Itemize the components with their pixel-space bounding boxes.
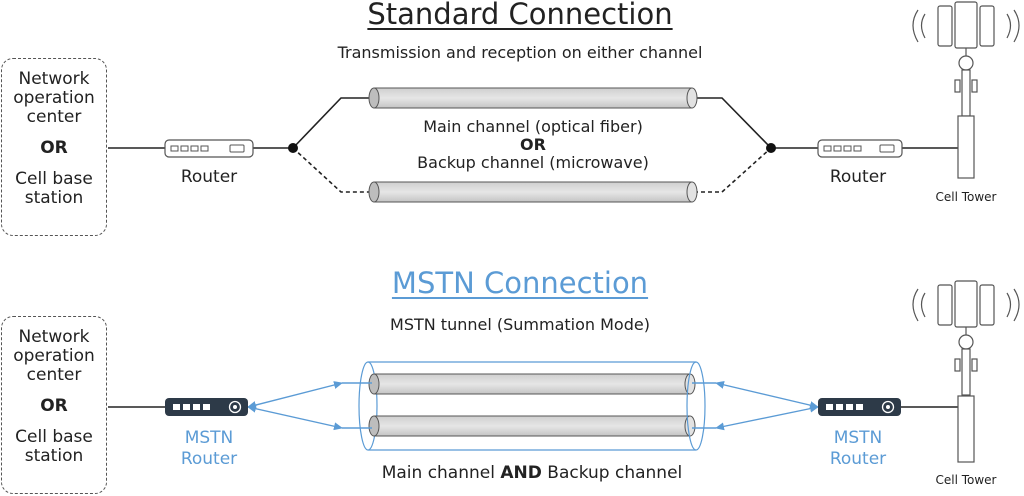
endpoint-line: Network [18,327,90,347]
mstn-main-channel-text: Main channel [381,463,495,483]
endpoint-or: OR [40,138,68,158]
mstn-router-label-line: Router [829,449,887,469]
cell-tower-icon-bottom [912,280,1020,463]
mstn-subtitle: MSTN tunnel (Summation Mode) [390,315,650,334]
mstn-router-label-line: MSTN [833,428,883,448]
main-channel-label: Main channel (optical fiber) [423,117,643,136]
endpoint-line: Network [18,69,90,89]
endpoint-line: station [24,188,84,208]
router-label-left: Router [180,167,238,187]
endpoint-line: operation [13,346,95,366]
mstn-backup-channel-text: Backup channel [547,463,683,483]
split-node-left [288,143,298,153]
router-label-right: Router [829,167,887,187]
mstn-backup-pipe [368,415,696,437]
mstn-arrows [247,380,819,431]
tunnel-end-cap [686,361,706,451]
mstn-router-icon-right [818,398,901,416]
mstn-router-icon-left [165,398,248,416]
mstn-router-label-line: MSTN [184,428,234,448]
endpoint-line: center [26,107,82,127]
mstn-channels-label: Main channel AND Backup channel [332,463,732,483]
endpoint-or: OR [40,396,68,416]
mstn-title: MSTN Connection [391,266,649,300]
split-node-right [766,143,776,153]
mstn-router-label-line: Router [180,449,238,469]
backup-channel-label: Backup channel (microwave) [417,153,649,172]
mstn-main-pipe [368,373,696,395]
main-channel-pipe [368,87,698,109]
standard-subtitle: Transmission and reception on either cha… [337,43,703,62]
endpoint-box-standard: Network operation center OR Cell base st… [1,58,107,236]
standard-links [108,97,958,193]
router-icon-right [817,139,903,158]
endpoint-line: Cell base [15,427,93,447]
mstn-and-text: AND [500,463,542,483]
backup-channel-pipe [368,181,698,203]
endpoint-line: operation [13,88,95,108]
standard-title: Standard Connection [367,0,673,31]
endpoint-line: center [26,365,82,385]
cell-tower-label-top: Cell Tower [935,190,997,204]
mstn-router-label-left: MSTN Router [159,428,259,470]
endpoint-box-mstn: Network operation center OR Cell base st… [1,316,107,494]
endpoint-line: Cell base [15,169,93,189]
channel-or-label: OR [520,135,546,154]
router-icon-left [164,139,254,158]
mstn-router-label-right: MSTN Router [808,428,908,470]
cell-tower-label-bottom: Cell Tower [935,473,997,487]
cell-tower-icon-top [912,1,1020,179]
endpoint-line: station [24,446,84,466]
